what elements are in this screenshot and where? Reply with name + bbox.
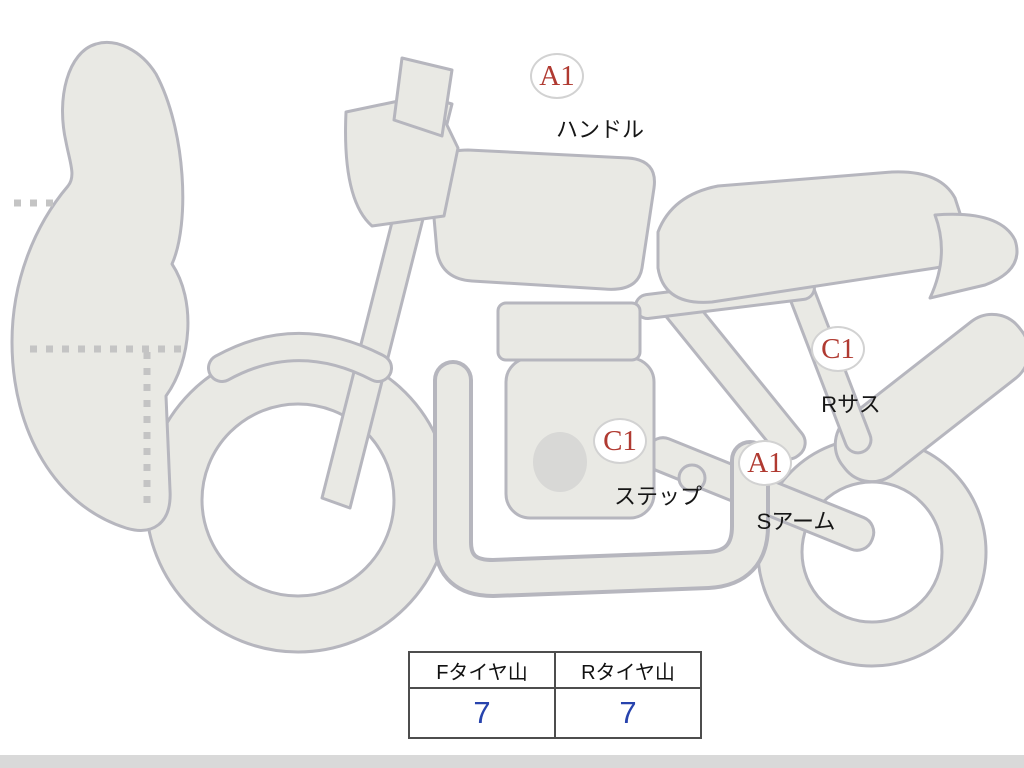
marker-handle-label: ハンドル	[555, 117, 645, 142]
front-tire-header: Fタイヤ山	[408, 651, 556, 689]
step-peg	[677, 463, 707, 493]
exhaust-pipe	[433, 360, 770, 599]
handlebar	[392, 56, 454, 138]
tire-tread-table: Fタイヤ山 Rタイヤ山 7 7	[408, 651, 702, 739]
marker-handle: A1	[530, 53, 584, 99]
marker-step-label: ステップ	[613, 484, 703, 509]
rear-tire-value: 7	[554, 687, 702, 739]
marker-swing-arm: A1	[738, 440, 792, 486]
marker-swing-arm-label: Sアーム	[756, 509, 836, 534]
front-tire-value: 7	[408, 687, 556, 739]
engine-case	[533, 432, 587, 492]
marker-rear-sus: C1	[811, 326, 865, 372]
seat	[656, 170, 970, 304]
marker-rear-sus-label: Rサス	[821, 392, 881, 417]
side-cover	[496, 301, 642, 362]
rear-tire-header: Rタイヤ山	[554, 651, 702, 689]
marker-step: C1	[593, 418, 647, 464]
bottom-strip	[0, 755, 1024, 768]
fuel-tank	[428, 148, 656, 291]
tail-cowl	[928, 212, 1019, 300]
leg-shield-panel	[10, 41, 190, 532]
rear-wheel	[756, 436, 988, 668]
rear-fender	[833, 312, 1024, 484]
front-fender	[207, 332, 393, 383]
front-wheel	[144, 346, 452, 654]
